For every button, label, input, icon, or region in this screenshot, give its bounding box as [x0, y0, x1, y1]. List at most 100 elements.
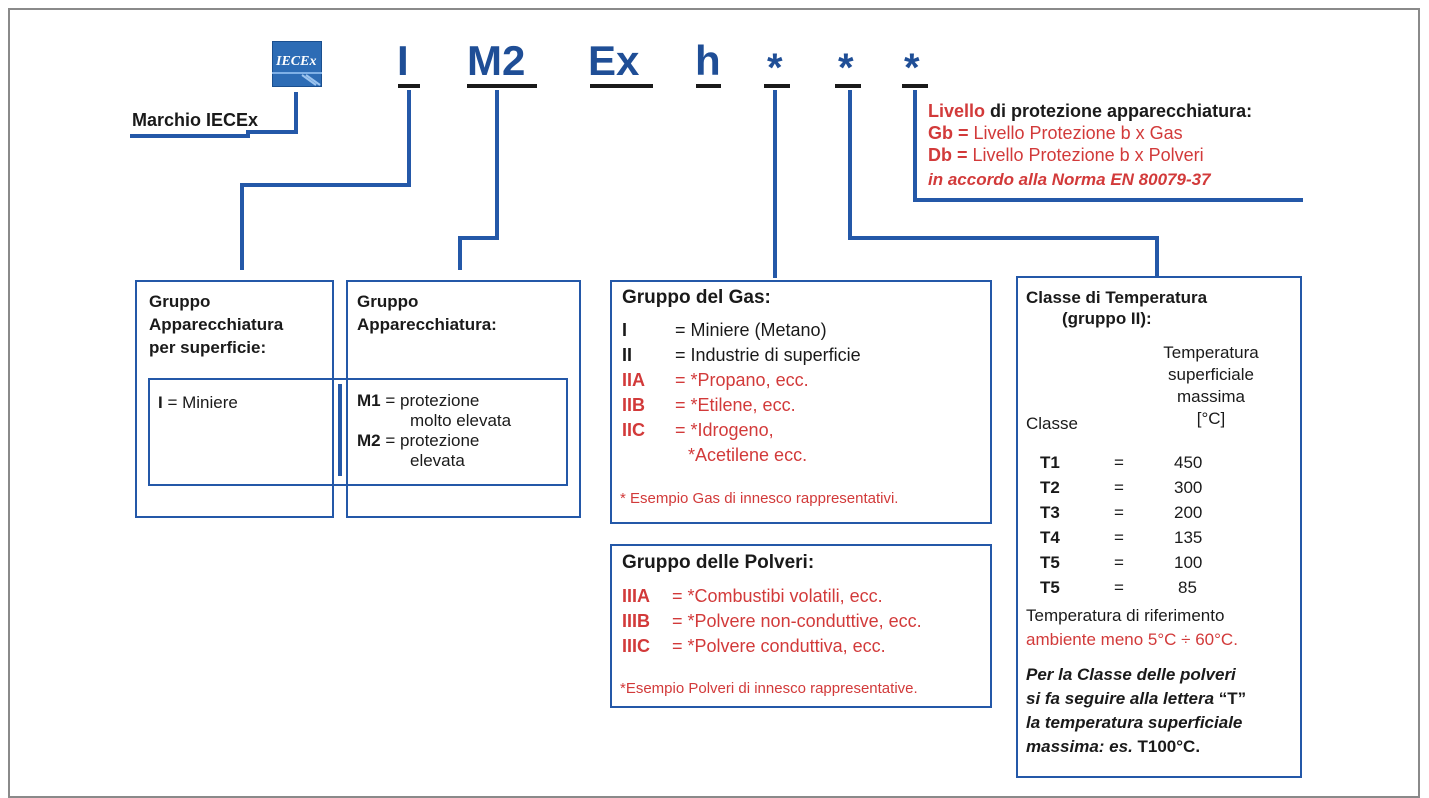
iecex-logo: IECEx — [271, 40, 323, 88]
dust-text: = *Polvere non-conduttive, ecc. — [672, 611, 922, 631]
group-mines-box — [346, 280, 581, 518]
temp-val: 85 — [1178, 578, 1197, 597]
gs-title-line2: Apparecchiatura — [149, 315, 284, 334]
temp-eq: = — [1114, 453, 1124, 472]
overlay-divider — [338, 384, 342, 476]
dust-row-iiic: IIIC= *Polvere conduttiva, ecc. — [622, 634, 922, 659]
group-mines-list: M1 = protezione molto elevata M2 = prote… — [357, 391, 511, 471]
dust-note: *Esempio Polveri di innesco rappresentat… — [620, 680, 918, 697]
protection-norm: in accordo alla Norma EN 80079-37 — [928, 170, 1211, 189]
group-mines-title: Gruppo Apparecchiatura: — [357, 290, 497, 336]
temp-row: T3 = 200 — [1040, 500, 1202, 525]
gs-title-line3: per superficie: — [149, 338, 267, 357]
temp-eq: = — [1114, 503, 1124, 522]
gas-code: IIA — [622, 370, 646, 390]
dust-code: IIIB — [622, 611, 651, 631]
temp-eq: = — [1114, 578, 1124, 597]
gas-text: = *Propano, ecc. — [675, 370, 809, 390]
protection-level-block: Livello di protezione apparecchiatura: G… — [928, 100, 1252, 191]
gm-m1-text1: = protezione — [380, 391, 480, 410]
temp-row: T5=100 — [1040, 550, 1202, 575]
gas-code: II — [622, 345, 633, 365]
temp-col-class: Classe — [1026, 414, 1078, 433]
gas-note: * Esempio Gas di innesco rappresentativi… — [620, 490, 899, 507]
brand-label: Marchio IECEx — [132, 110, 259, 130]
underline-ex — [590, 84, 653, 88]
temp-val: 135 — [1174, 528, 1203, 547]
temp-title-line2: (gruppo II): — [1062, 309, 1152, 328]
dust-code: IIIC — [622, 636, 651, 656]
gas-row-iic: IIC= *Idrogeno, — [622, 418, 861, 443]
temp-cls: T2 — [1040, 478, 1060, 497]
gas-code: IIB — [622, 395, 646, 415]
connector-logo — [130, 92, 298, 138]
temp-eq: = — [1114, 528, 1124, 547]
gas-title: Gruppo del Gas: — [622, 287, 771, 308]
dust-title: Gruppo delle Polveri: — [622, 552, 815, 573]
gas-row-i: I= Miniere (Metano) — [622, 318, 861, 343]
gas-row-iia: IIA = *Propano, ecc. — [622, 368, 861, 393]
temp-val: 200 — [1174, 503, 1203, 522]
temp-head3: massima — [1176, 387, 1245, 406]
protection-db: Db = Livello Protezione b x Polveri — [928, 144, 1252, 166]
connector-m2 — [458, 90, 499, 270]
surface-mines-overlay-box — [148, 378, 568, 486]
temp-cls: T4 — [1040, 528, 1060, 547]
temp-ref2: ambiente meno 5°C ÷ 60°C. — [1026, 630, 1238, 649]
temp-row: T2=300 — [1040, 475, 1202, 500]
dust-code: IIIA — [622, 586, 651, 606]
protection-title-rest: di protezione apparecchiatura: — [985, 101, 1253, 121]
temp-eq: = — [1114, 478, 1124, 497]
gs-i-code: I — [158, 393, 163, 412]
gas-row-ii: II = Industrie di superficie — [622, 343, 861, 368]
temp-reference: Temperatura di riferimento ambiente meno… — [1026, 604, 1238, 652]
temp-dust-note: Per la Classe delle polveri si fa seguir… — [1026, 663, 1246, 759]
gb-code: Gb = — [928, 123, 969, 143]
temp-row: T5 = 85 — [1040, 575, 1202, 600]
temp-cls: T1 — [1040, 453, 1060, 472]
temp-cls: T5 — [1040, 578, 1060, 597]
connector-protection — [913, 90, 1303, 202]
gas-text: = *Idrogeno, — [675, 420, 774, 440]
gm-title-line2: Apparecchiatura: — [357, 315, 497, 334]
temp-title: Classe di Temperatura (gruppo II): — [1026, 287, 1207, 329]
code-ex: Ex — [588, 37, 640, 84]
underline-star-temp — [835, 84, 861, 88]
dust-text: = *Combustibi volatili, ecc. — [672, 586, 883, 606]
code-h: h — [695, 37, 721, 84]
code-group-m2: M2 — [467, 37, 526, 84]
temp-val: 450 — [1174, 453, 1203, 472]
gm-m2: M2 = protezione — [357, 431, 511, 451]
gas-row-iib: IIB= *Etilene, ecc. — [622, 393, 861, 418]
temp-dust-note4a: massima: es. — [1026, 737, 1138, 756]
dust-list: IIIA = *Combustibi volatili, ecc. IIIB = *… — [622, 584, 922, 659]
gm-m1-code: M1 — [357, 391, 381, 410]
code-star-epl: * — [904, 46, 920, 90]
temp-dust-note4b: T100°C. — [1137, 737, 1201, 756]
gas-list: I= Miniere (Metano) II = Industrie di sup… — [622, 318, 861, 468]
temp-cls: T3 — [1040, 503, 1060, 522]
protection-title: Livello di protezione apparecchiatura: — [928, 100, 1252, 122]
gm-m1: M1 = protezione — [357, 391, 511, 411]
temp-eq: = — [1114, 553, 1124, 572]
gs-i-text: = Miniere — [162, 393, 238, 412]
temp-header: Temperatura superficiale massima [°C] — [1136, 342, 1286, 430]
temp-unit: [°C] — [1196, 409, 1226, 428]
underline-star-epl — [902, 84, 928, 88]
gas-group-box — [610, 280, 992, 524]
underline-h — [696, 84, 721, 88]
gas-text: = Industrie di superficie — [675, 345, 861, 365]
gm-m2-code: M2 — [357, 431, 381, 450]
gm-m1-text2: molto elevata — [410, 411, 512, 430]
dust-group-box — [610, 544, 992, 708]
db-text: Livello Protezione b x Polveri — [967, 145, 1204, 165]
temp-row: T4 = 135 — [1040, 525, 1202, 550]
temp-cls: T5 — [1040, 553, 1060, 572]
code-group-i: I — [397, 37, 409, 84]
temp-head2: superficiale — [1168, 365, 1254, 384]
protection-title-red: Livello — [928, 101, 986, 121]
gas-code: I — [622, 320, 628, 340]
gs-title-line1: Gruppo — [149, 292, 211, 311]
temp-dust-note3: la temperatura superficiale — [1026, 713, 1243, 732]
group-surface-box — [135, 280, 334, 518]
